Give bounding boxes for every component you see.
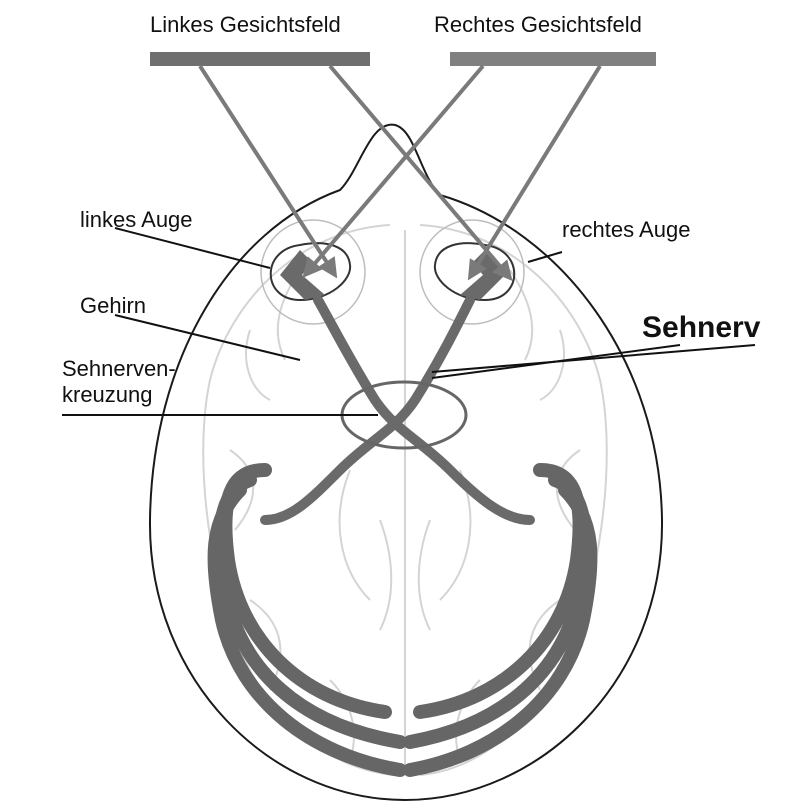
brain-label: Gehirn bbox=[80, 294, 146, 318]
left-eye-label: linkes Auge bbox=[80, 208, 193, 232]
left-visual-field-label: Linkes Gesichtsfeld bbox=[150, 13, 341, 37]
left-optic-radiations bbox=[215, 470, 400, 770]
optic-nerve-label: Sehnerv bbox=[642, 312, 760, 344]
right-visual-field-bar bbox=[450, 52, 656, 66]
optic-chiasm-label-line1: Sehnerven- bbox=[62, 357, 176, 381]
light-rays bbox=[200, 66, 600, 278]
left-visual-field-bar bbox=[150, 52, 370, 66]
right-visual-field-label: Rechtes Gesichtsfeld bbox=[434, 13, 642, 37]
right-eye-label: rechtes Auge bbox=[562, 218, 690, 242]
optic-nerves bbox=[265, 300, 530, 520]
optic-chiasm-label-line2: kreuzung bbox=[62, 383, 153, 407]
